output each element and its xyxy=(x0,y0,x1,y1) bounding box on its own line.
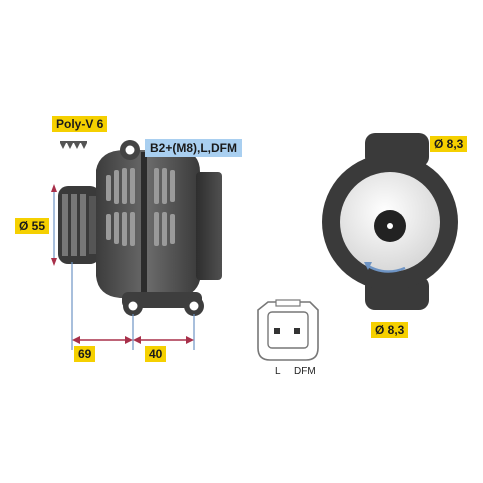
connector-plug xyxy=(257,299,319,361)
belt-type-label: Poly-V 6 xyxy=(52,116,108,132)
rear-view xyxy=(322,133,458,310)
rear-cover xyxy=(196,172,222,280)
pin-label-dfm: DFM xyxy=(294,366,316,377)
mount-hole-bottom-label: Ø 8,3 xyxy=(371,322,409,338)
belt-groove-icon xyxy=(60,141,87,149)
dimension-label-69: 69 xyxy=(74,346,96,362)
pulley-diameter-label: Ø 55 xyxy=(15,218,50,234)
mount-hole-top-label: Ø 8,3 xyxy=(430,136,468,152)
terminals-label: B2+(M8),L,DFM xyxy=(145,139,242,157)
pulley-diameter-line xyxy=(51,184,57,266)
bottom-mount-bracket xyxy=(122,292,204,316)
top-mount-lug xyxy=(120,140,140,160)
pulley xyxy=(58,186,100,264)
dimension-line-40 xyxy=(133,336,194,344)
dimension-label-40: 40 xyxy=(145,346,167,362)
dimension-line-69 xyxy=(72,336,133,344)
extension-lines xyxy=(71,262,195,350)
pin-label-l: L xyxy=(275,366,281,377)
alternator-body xyxy=(96,150,200,298)
